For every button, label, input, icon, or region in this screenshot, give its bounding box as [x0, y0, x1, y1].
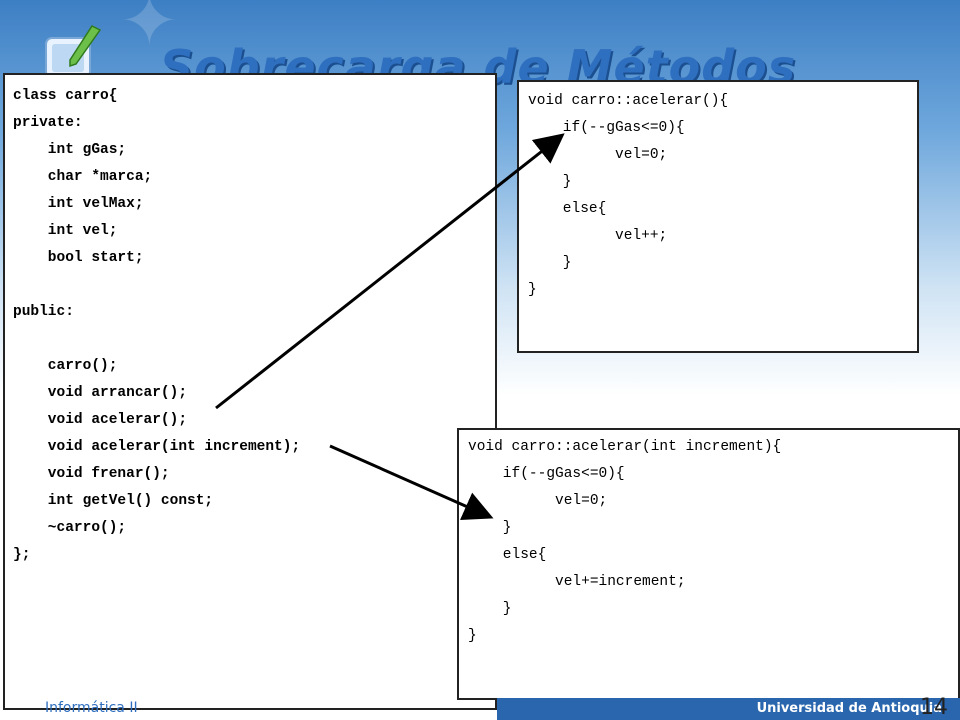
code-line	[13, 326, 495, 353]
code-line: }	[468, 520, 512, 536]
footer-course: Informática II	[45, 700, 138, 716]
code-line: ~carro();	[13, 520, 127, 536]
code-line: carro();	[13, 358, 118, 374]
code-line: int velMax;	[13, 196, 144, 212]
code-line: class carro{	[13, 88, 118, 104]
code-line: vel=0;	[528, 147, 668, 163]
footer-university: Universidad de Antioquia	[756, 701, 942, 716]
code-line: private:	[13, 115, 83, 131]
method-acelerar-box: void carro::acelerar(){ if(--gGas<=0){ v…	[517, 80, 919, 353]
code-line: int getVel() const;	[13, 493, 214, 509]
code-line: }	[528, 282, 537, 298]
code-line: vel=0;	[468, 493, 608, 509]
code-line: vel++;	[528, 228, 668, 244]
code-line: void carro::acelerar(){	[528, 93, 729, 109]
code-line: int gGas;	[13, 142, 127, 158]
code-line: void carro::acelerar(int increment){	[468, 439, 782, 455]
background-watermark: ✦	[120, 0, 179, 62]
code-line: void arrancar();	[13, 385, 188, 401]
code-line: if(--gGas<=0){	[468, 466, 625, 482]
code-line: if(--gGas<=0){	[528, 120, 685, 136]
code-line: }	[528, 255, 572, 271]
class-declaration-box: class carro{ private: int gGas; char *ma…	[3, 73, 497, 710]
code-line: else{	[468, 547, 547, 563]
code-line: int vel;	[13, 223, 118, 239]
notebook-pencil-icon	[45, 25, 102, 79]
code-line	[13, 272, 495, 299]
code-line: }	[528, 174, 572, 190]
code-line: void acelerar(int increment);	[13, 439, 301, 455]
footer-bar	[497, 698, 960, 720]
code-line: else{	[528, 201, 607, 217]
page-number: 14	[920, 695, 948, 720]
code-line: }	[468, 601, 512, 617]
code-line: void acelerar();	[13, 412, 188, 428]
code-line: public:	[13, 304, 74, 320]
code-line: };	[13, 547, 31, 563]
code-line: }	[468, 628, 477, 644]
method-acelerar-increment-box: void carro::acelerar(int increment){ if(…	[457, 428, 960, 700]
code-line: vel+=increment;	[468, 574, 686, 590]
code-line: bool start;	[13, 250, 144, 266]
code-line: char *marca;	[13, 169, 153, 185]
code-line: void frenar();	[13, 466, 170, 482]
